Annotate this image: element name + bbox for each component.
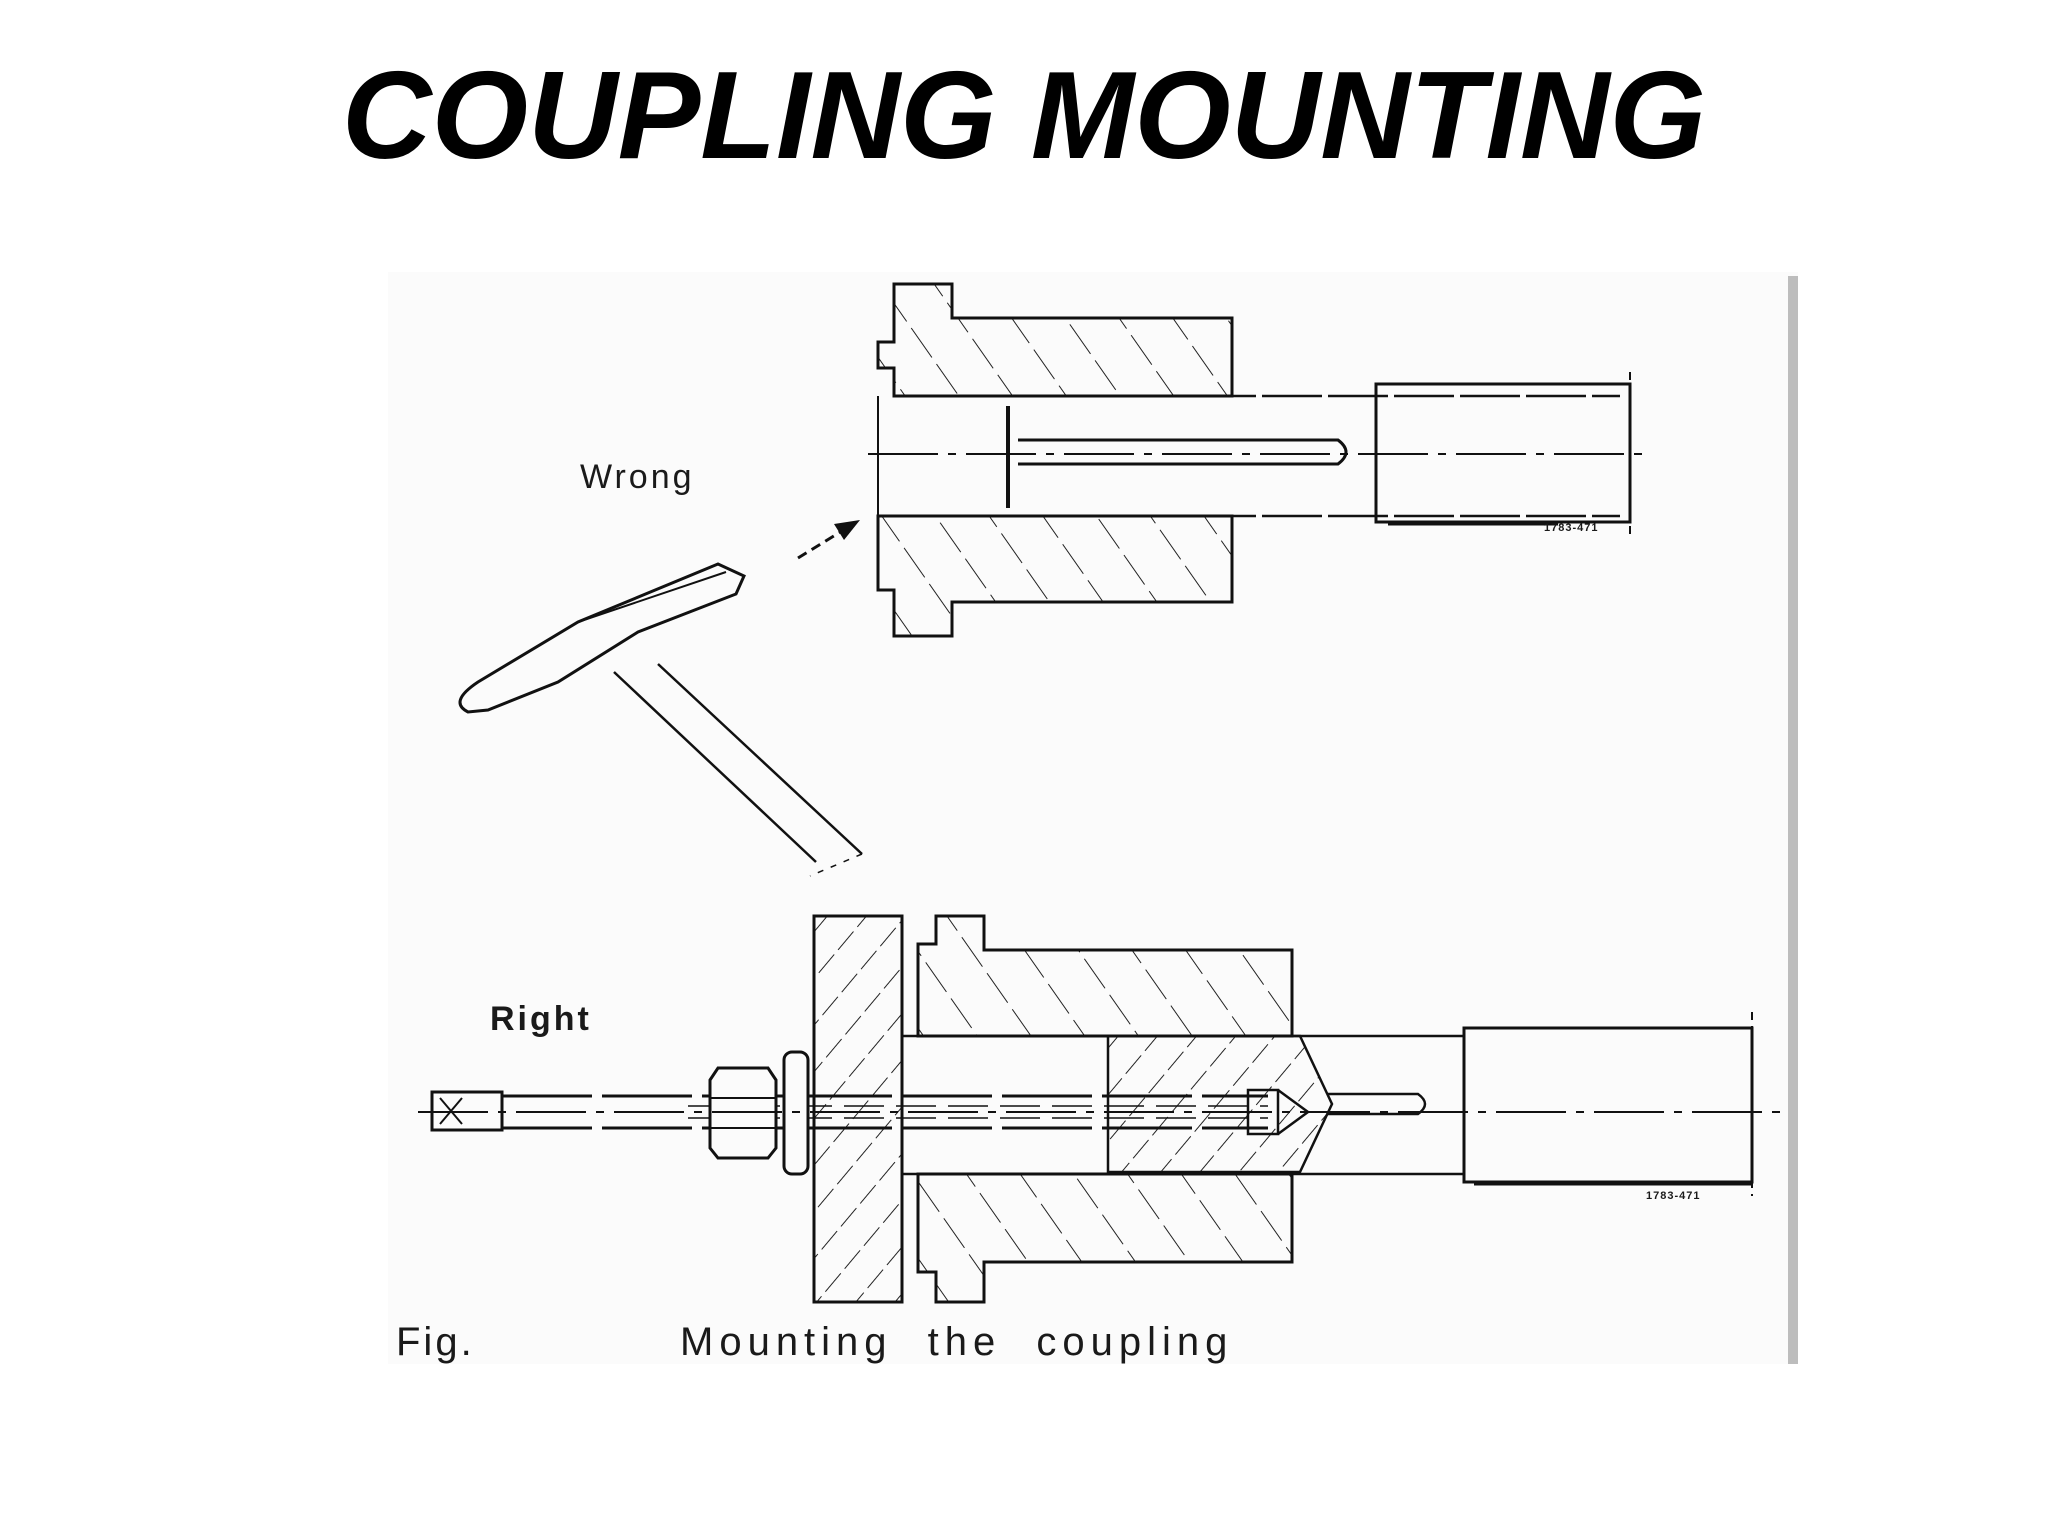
wrong-shaft	[868, 372, 1648, 534]
impact-arrow-icon	[797, 520, 860, 560]
label-wrong: Wrong	[580, 458, 695, 496]
figure-drawing	[418, 282, 1798, 1304]
label-right: Right	[490, 1000, 592, 1038]
ref-code-bottom: 1783-471	[1646, 1190, 1701, 1202]
caption-text: Mounting the coupling	[680, 1320, 1234, 1364]
figure-edge-bar	[1788, 276, 1798, 1364]
caption-fig: Fig.	[396, 1320, 475, 1364]
right-coupling-hub	[916, 914, 1334, 1304]
slide-title: COUPLING MOUNTING	[342, 47, 1706, 185]
wrong-coupling-hub	[876, 282, 1234, 638]
coupling-mounting-figure	[388, 272, 1798, 1364]
hammer-icon	[458, 562, 863, 877]
right-shaft	[902, 1012, 1754, 1196]
right-puller-plate	[812, 914, 904, 1304]
ref-code-top: 1783-471	[1544, 522, 1599, 534]
